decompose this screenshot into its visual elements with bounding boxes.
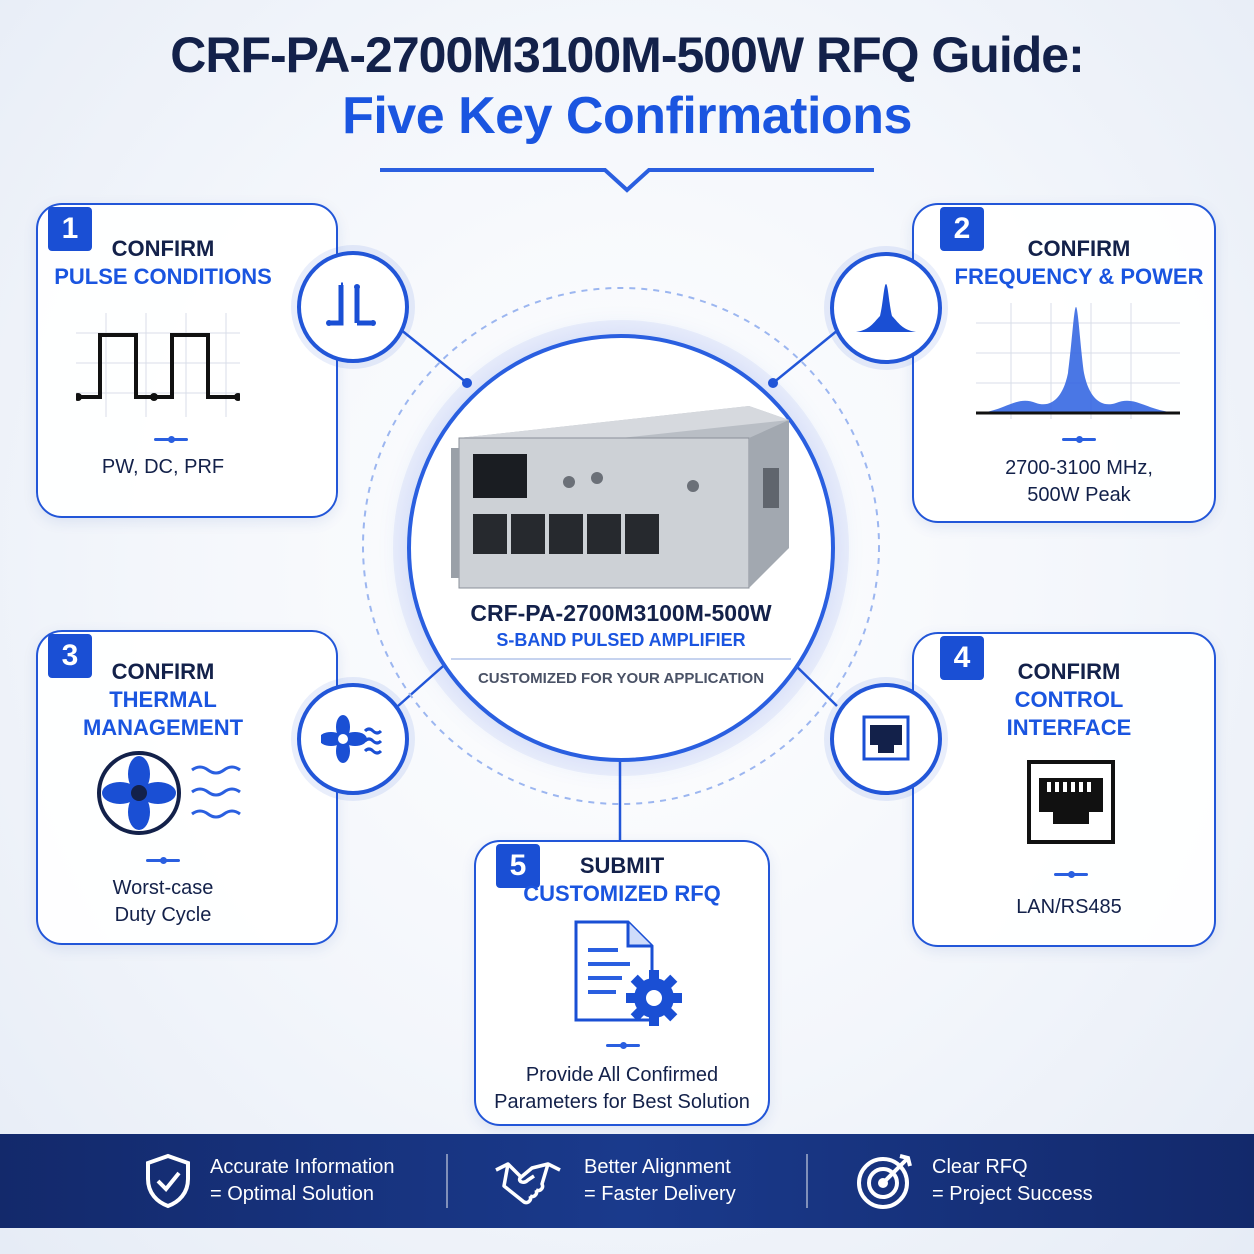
step-heading-verb: CONFIRM [1027,236,1131,261]
shield-check-icon [146,1153,190,1209]
ethernet-port-icon [1027,760,1115,844]
caption-line: PW, DC, PRF [101,456,225,478]
step-caption: Worst-case Duty Cycle [38,875,288,929]
caption-separator [1054,871,1088,878]
step-topic-line: CONTROL [1014,687,1124,712]
footer-item-accurate: Accurate Information = Optimal Solution [144,1134,395,1228]
center-product-hub: CRF-PA-2700M3100M-500W S-BAND PULSED AMP… [407,334,835,762]
caption-line: Worst-case [112,877,214,899]
footer-line: Accurate Information [210,1156,395,1178]
step-heading: CONFIRM THERMAL MANAGEMENT [38,658,288,742]
handshake-icon [495,1162,561,1205]
step-card-frequency-power: 2 CONFIRM FREQUENCY & POWER 2700-3100 MH… [912,203,1216,523]
product-tagline: CUSTOMIZED FOR YOUR APPLICATION [477,670,765,687]
step-number-badge: 4 [940,636,984,680]
fan-icon-ring [297,683,409,795]
step-heading-verb: SUBMIT [579,853,665,878]
fan-small-icon [321,715,383,763]
caption-separator [1062,436,1096,443]
footer-line: = Optimal Solution [210,1183,374,1205]
step-card-thermal-management: 3 CONFIRM THERMAL MANAGEMENT Worst-case … [36,630,338,945]
pulse-icon-ring [297,251,409,363]
step-card-submit-rfq: 5 SUBMIT CUSTOMIZED RFQ Provide All Conf… [474,840,770,1126]
spectrum-icon [856,284,916,332]
caption-line: Parameters for Best Solution [494,1091,750,1113]
step-number-badge: 3 [48,634,92,678]
step-topic: PULSE CONDITIONS [54,264,272,289]
footer-line: Better Alignment [584,1156,731,1178]
page-title: CRF-PA-2700M3100M-500W RFQ Guide: [170,27,1084,83]
page-subtitle: Five Key Confirmations [342,87,912,145]
pulse-icon [326,282,376,326]
step-topic: FREQUENCY & POWER [954,264,1204,289]
title-divider [380,168,874,193]
footer-line: = Project Success [932,1183,1093,1205]
step-topic-line: THERMAL [109,687,217,712]
ethernet-small-icon [862,715,910,761]
document-gear-icon [574,920,682,1026]
footer-item-alignment: Better Alignment = Faster Delivery [494,1134,736,1228]
step-topic: CUSTOMIZED RFQ [523,881,721,906]
spectrum-icon-ring [830,252,942,364]
caption-separator [154,436,188,443]
center-divider [451,658,791,660]
step-topic-line: MANAGEMENT [82,715,244,740]
pulse-waveform-icon [76,313,240,417]
footer-item-clear-rfq: Clear RFQ = Project Success [856,1134,1093,1228]
target-icon [857,1154,912,1209]
footer-divider [806,1154,808,1208]
step-number-badge: 2 [940,207,984,251]
caption-separator [606,1042,640,1049]
step-caption: PW, DC, PRF [38,454,288,481]
spectrum-peak-icon [976,303,1180,419]
footer-divider [446,1154,448,1208]
caption-line: Duty Cycle [114,904,212,926]
caption-line: LAN/RS485 [1016,896,1122,918]
caption-separator [146,857,180,864]
footer-line: Clear RFQ [932,1156,1028,1178]
product-subtitle: S-BAND PULSED AMPLIFIER [496,630,746,650]
step-number-badge: 1 [48,207,92,251]
caption-line: 500W Peak [1027,484,1131,506]
step-card-control-interface: 4 CONFIRM CONTROL INTERFACE LAN/RS485 [912,632,1216,947]
fan-icon [97,751,241,835]
step-heading-verb: CONFIRM [111,236,215,261]
step-heading: CONFIRM PULSE CONDITIONS [38,235,288,291]
amplifier-chassis-image [451,406,789,589]
step-caption: 2700-3100 MHz, 500W Peak [944,455,1214,509]
ethernet-icon-ring [830,683,942,795]
step-caption: Provide All Confirmed Parameters for Bes… [476,1062,768,1116]
footer-banner: Accurate Information = Optimal Solution … [0,1134,1254,1228]
step-card-pulse-conditions: 1 CONFIRM PULSE CONDITIONS PW, DC, PRF [36,203,338,518]
step-caption: LAN/RS485 [944,894,1194,921]
caption-line: Provide All Confirmed [525,1064,719,1086]
step-heading: CONFIRM FREQUENCY & POWER [944,235,1214,291]
step-heading: CONFIRM CONTROL INTERFACE [944,658,1194,742]
step-heading-verb: CONFIRM [1017,659,1121,684]
step-heading-verb: CONFIRM [111,659,215,684]
step-heading: SUBMIT CUSTOMIZED RFQ [516,852,728,908]
product-model: CRF-PA-2700M3100M-500W [470,600,772,626]
footer-line: = Faster Delivery [584,1183,736,1205]
caption-line: 2700-3100 MHz, [1005,457,1153,479]
step-number-badge: 5 [496,844,540,888]
step-topic-line: INTERFACE [1006,715,1132,740]
